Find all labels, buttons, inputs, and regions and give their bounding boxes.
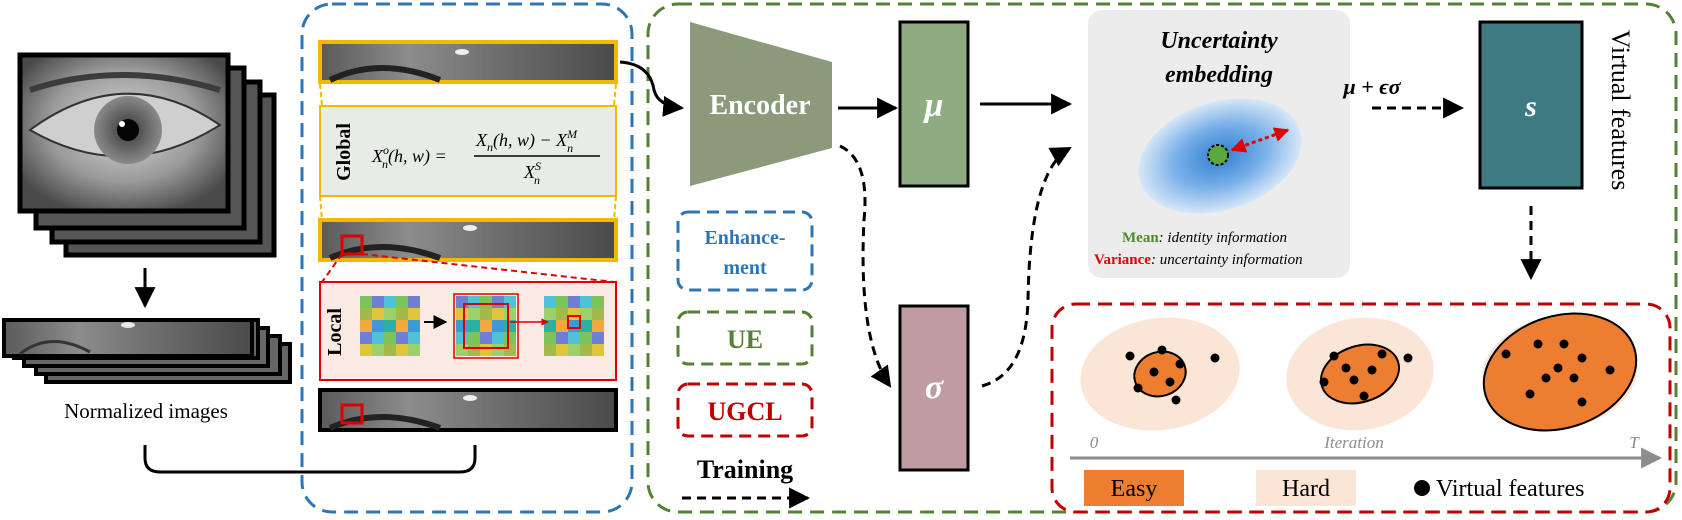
- variance-caption: Variance: uncertainty information: [1094, 252, 1303, 268]
- sigma-to-embedding-arrow: [981, 146, 1072, 388]
- enhancement-region: [300, 2, 634, 514]
- hard-legend-label: Hard: [1282, 476, 1330, 502]
- reparameterization-label: μ + ϵσ: [1342, 74, 1401, 99]
- axis-start-label: 0: [1090, 433, 1099, 452]
- patch-grid-enhanced: [453, 293, 519, 359]
- mu-block: [898, 20, 970, 188]
- normalized-image-stack: [2, 318, 292, 384]
- encoder-block: [690, 22, 832, 186]
- ugcl-region: [1050, 302, 1672, 514]
- legend-ue-label: UE: [727, 325, 763, 354]
- uncertainty-title-line2: embedding: [1165, 62, 1273, 88]
- ue-region: [646, 2, 1678, 514]
- mean-point: [1207, 144, 1229, 166]
- cluster-stage-1: [1080, 317, 1240, 431]
- easy-legend-swatch: [1084, 470, 1184, 506]
- axis-end-label: T: [1629, 433, 1640, 452]
- encoder-label: Encoder: [709, 90, 810, 121]
- s-block: [1478, 20, 1584, 190]
- easy-legend-label: Easy: [1111, 476, 1158, 502]
- svg-text:Xon(h, w) =: Xon(h, w) =: [371, 143, 447, 171]
- strip-to-encoder-arrow: [619, 60, 685, 117]
- cluster-stage-3: [1482, 312, 1638, 432]
- s-label: s: [1524, 90, 1537, 123]
- svg-text:Xn(h, w) − XMn: Xn(h, w) − XMn: [475, 127, 578, 155]
- global-label: Global: [333, 123, 355, 181]
- uncertainty-title-line1: Uncertainty: [1160, 28, 1278, 54]
- patch-grid-output: [544, 296, 604, 356]
- variance-arrow: [1230, 127, 1290, 153]
- sigma-label: σ: [925, 369, 945, 406]
- virtual-features-legend-label: Virtual features: [1436, 476, 1585, 502]
- patch-grid-input: [360, 296, 420, 356]
- legend-ugcl-box: [676, 382, 814, 438]
- legend-enhancement-box: [676, 210, 814, 292]
- bracket-connector: [143, 445, 477, 474]
- mu-label: μ: [923, 87, 944, 124]
- iris-strip-bottom: [318, 388, 618, 432]
- legend-enhancement-line1: Enhance-: [704, 227, 785, 249]
- hard-legend-swatch: [1256, 470, 1356, 506]
- normalized-images-caption: Normalized images: [64, 399, 228, 423]
- encoder-to-sigma-arrow: [839, 144, 892, 388]
- sigma-block: [898, 304, 970, 472]
- local-label: Local: [324, 308, 346, 356]
- mean-caption: Mean: identity information: [1122, 230, 1287, 246]
- axis-mid-label: Iteration: [1323, 433, 1384, 452]
- virtual-feature-dot-legend: [1414, 480, 1430, 496]
- iris-strip-middle: [318, 218, 618, 262]
- global-enhancement-box: [319, 105, 617, 197]
- local-patch-grids: [360, 293, 604, 359]
- legend-training-label: Training: [697, 455, 793, 484]
- virtual-features-vertical-label: Virtual features: [1606, 30, 1635, 191]
- legend-enhancement-line2: ment: [723, 257, 767, 279]
- legend-ugcl-label: UGCL: [707, 397, 782, 426]
- iris-strip-top: [318, 40, 618, 84]
- legend-ue-box: [676, 310, 814, 366]
- svg-text:XSn: XSn: [523, 159, 541, 187]
- cluster-stage-2: [1286, 317, 1434, 431]
- feature-clusters: [1080, 312, 1638, 432]
- eye-image-stack: [17, 52, 277, 258]
